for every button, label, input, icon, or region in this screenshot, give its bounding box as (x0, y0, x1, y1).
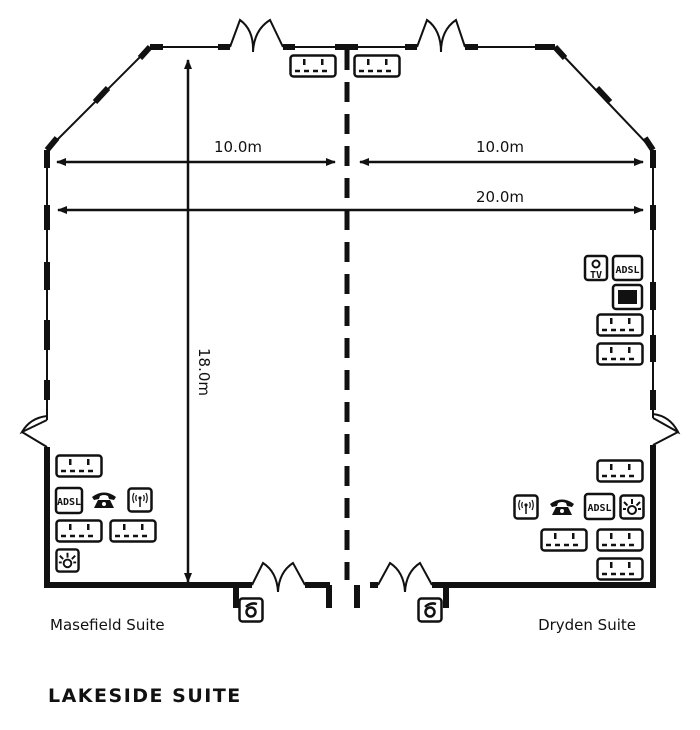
lighting-control-icon (55, 548, 80, 573)
svg-text:ADSL: ADSL (57, 497, 81, 508)
wifi-icon (513, 494, 539, 520)
adsl-icon: ADSL (54, 486, 84, 515)
svg-text:TV: TV (590, 270, 602, 281)
power-socket-icon (289, 54, 337, 78)
adsl-icon: ADSL (611, 254, 644, 282)
speaker-icon (417, 597, 443, 623)
svg-text:ADSL: ADSL (615, 265, 639, 276)
page-title: LAKESIDE SUITE (48, 685, 242, 707)
power-socket-icon (596, 342, 644, 366)
dimension-arrows (56, 59, 644, 583)
power-socket-icon (596, 313, 644, 337)
screen-icon (611, 283, 644, 311)
power-socket-icon (596, 528, 644, 552)
telephone-icon (92, 492, 116, 508)
power-socket-icon (540, 528, 588, 552)
left-width-label: 10.0m (214, 138, 262, 156)
speaker-icon (238, 597, 264, 623)
power-socket-icon (596, 557, 644, 581)
depth-label: 18.0m (195, 348, 213, 396)
power-socket-icon (109, 519, 157, 543)
doors (229, 18, 466, 593)
lighting-control-icon (619, 494, 645, 520)
right-width-label: 10.0m (476, 138, 524, 156)
adsl-icon: ADSL (583, 492, 616, 521)
telephone-icon (550, 499, 574, 515)
room-label-dryden: Dryden Suite (538, 616, 636, 634)
wifi-icon (127, 487, 153, 513)
walls (19, 44, 681, 608)
power-socket-icon (353, 54, 401, 78)
power-socket-icon (596, 459, 644, 483)
tv-point-icon: TV (583, 254, 609, 282)
room-label-masefield: Masefield Suite (50, 616, 165, 634)
power-socket-icon (55, 454, 103, 478)
total-width-label: 20.0m (476, 188, 524, 206)
svg-text:ADSL: ADSL (587, 503, 611, 514)
power-socket-icon (55, 519, 103, 543)
